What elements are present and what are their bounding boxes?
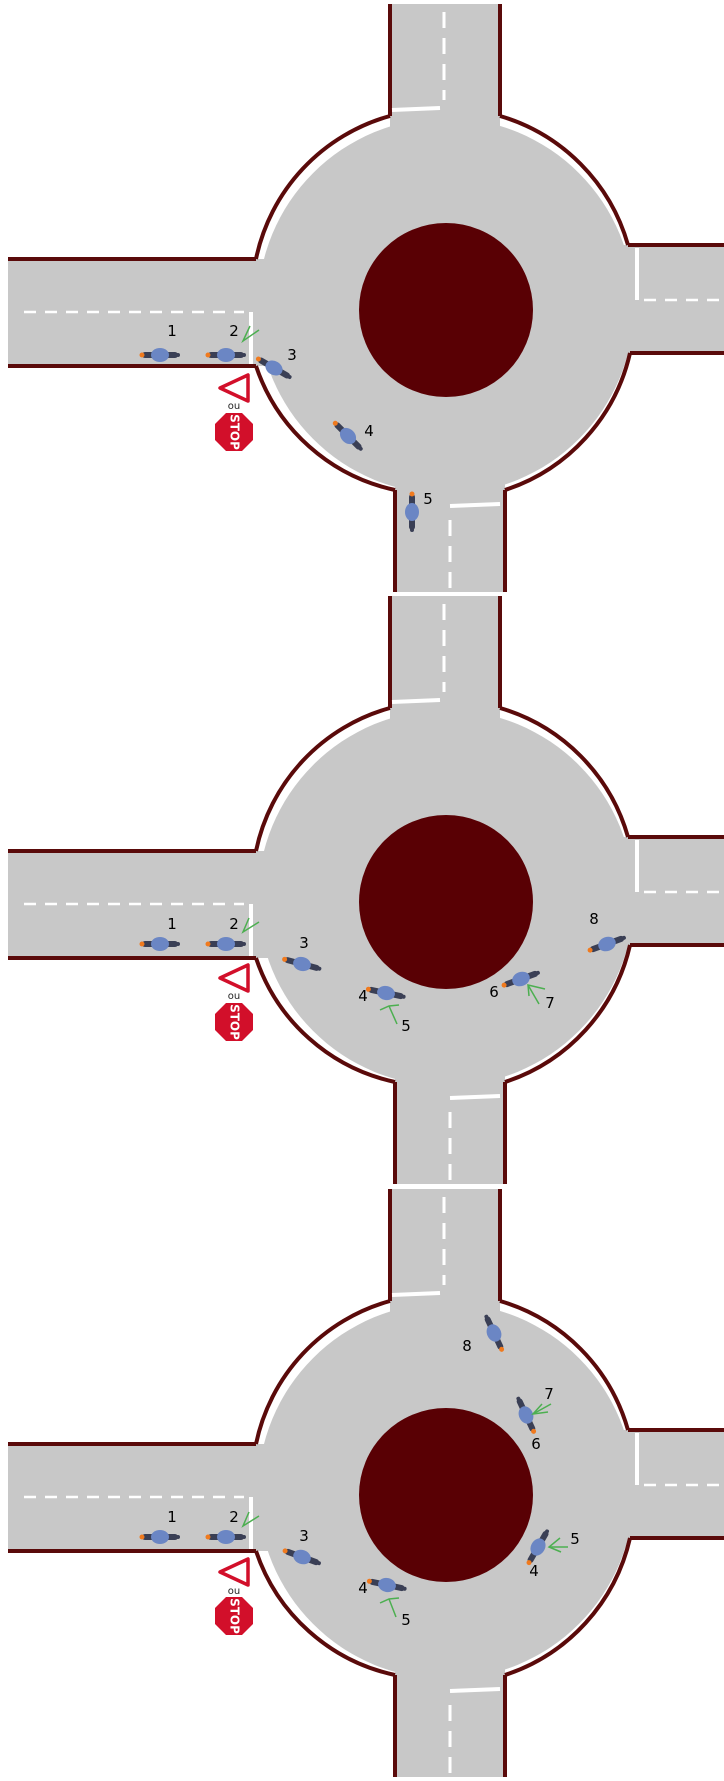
arrow-icon: [241, 325, 260, 344]
arrow-icon: [241, 917, 260, 934]
motorcycle: [332, 420, 363, 451]
motorcycle: [282, 1548, 321, 1566]
yield-sign-icon: [218, 1557, 250, 1587]
position-label: 4: [529, 1562, 539, 1580]
position-label: 2: [229, 915, 239, 933]
sign-or-text: ou: [228, 991, 240, 1002]
position-label: 4: [358, 987, 368, 1005]
position-label: 4: [358, 1579, 368, 1597]
motorcycle: [255, 356, 292, 379]
road-borders: [8, 596, 724, 1184]
roundabout-diagram-1: ou STOP 1 2 3 4 5: [8, 4, 724, 592]
motorcycle: [365, 985, 406, 1001]
motorcycle: [501, 970, 540, 988]
motorcycle: [484, 1314, 505, 1352]
position-label: 8: [462, 1337, 472, 1355]
stop-sign-icon: [215, 413, 253, 451]
position-label: 7: [545, 994, 555, 1012]
position-label: 1: [167, 1508, 177, 1526]
stop-sign-text: STOP: [228, 1004, 242, 1040]
stop-sign-text: STOP: [228, 414, 242, 450]
motorcycle: [587, 935, 626, 953]
arrow-icon: [379, 1004, 400, 1025]
arrow-icon: [531, 1403, 552, 1416]
roundabout-diagram-2: ou STOP 1 2 3 4 5 6 7 8: [8, 596, 724, 1184]
motorcycle: [205, 1530, 246, 1544]
arrow-icon: [527, 984, 546, 1005]
roundabout-panel-3: ou STOP 1 2 3 4 5 8 7 6 5 4: [0, 1185, 724, 1777]
yield-sign-icon: [218, 963, 250, 993]
position-label: 3: [299, 934, 309, 952]
stop-sign-icon: [215, 1597, 253, 1635]
lane-markings: [24, 604, 724, 1184]
road-surface: [8, 596, 724, 1184]
lane-markings: [24, 12, 724, 592]
position-label: 1: [167, 915, 177, 933]
roundabout-diagram-3: ou STOP 1 2 3 4 5 8 7 6 5 4: [8, 1189, 724, 1777]
stop-sign-icon: [215, 1003, 253, 1041]
position-label: 6: [489, 983, 499, 1001]
road-borders: [8, 1189, 724, 1777]
motorcycle: [139, 348, 180, 362]
motorcycle: [366, 1577, 407, 1593]
position-label: 2: [229, 1508, 239, 1526]
motorcycle: [139, 937, 180, 951]
position-label: 7: [544, 1385, 554, 1403]
position-label: 8: [589, 910, 599, 928]
sign-or-text: ou: [228, 1586, 240, 1597]
position-label: 5: [401, 1611, 411, 1629]
position-label: 5: [570, 1530, 580, 1548]
arrow-icon: [547, 1537, 568, 1553]
position-label: 3: [299, 1527, 309, 1545]
motorcycle: [205, 937, 246, 951]
position-label: 4: [364, 422, 374, 440]
roundabout-panel-2: ou STOP 1 2 3 4 5 6 7 8: [0, 592, 724, 1184]
position-label: 5: [401, 1017, 411, 1035]
stop-sign-text: STOP: [228, 1598, 242, 1634]
position-label: 6: [531, 1435, 541, 1453]
arrow-icon: [241, 1511, 260, 1528]
motorcycle: [516, 1396, 537, 1434]
motorcycle: [526, 1529, 549, 1566]
arrow-icon: [379, 1597, 400, 1618]
motorcycle: [205, 348, 246, 362]
roundabout-panel-1: ou STOP 1 2 3 4 5: [0, 0, 724, 592]
central-island: [359, 1408, 533, 1582]
motorcycle: [139, 1530, 180, 1544]
yield-sign-icon: [218, 373, 250, 403]
position-label: 1: [167, 322, 177, 340]
sign-or-text: ou: [228, 401, 240, 412]
road-borders: [8, 4, 724, 592]
lane-markings: [24, 1197, 724, 1777]
position-label: 2: [229, 322, 239, 340]
motorcycle: [405, 491, 419, 532]
central-island: [359, 815, 533, 989]
motorcycle: [282, 956, 322, 972]
position-label: 5: [423, 490, 433, 508]
central-island: [359, 223, 533, 397]
position-label: 3: [287, 346, 297, 364]
